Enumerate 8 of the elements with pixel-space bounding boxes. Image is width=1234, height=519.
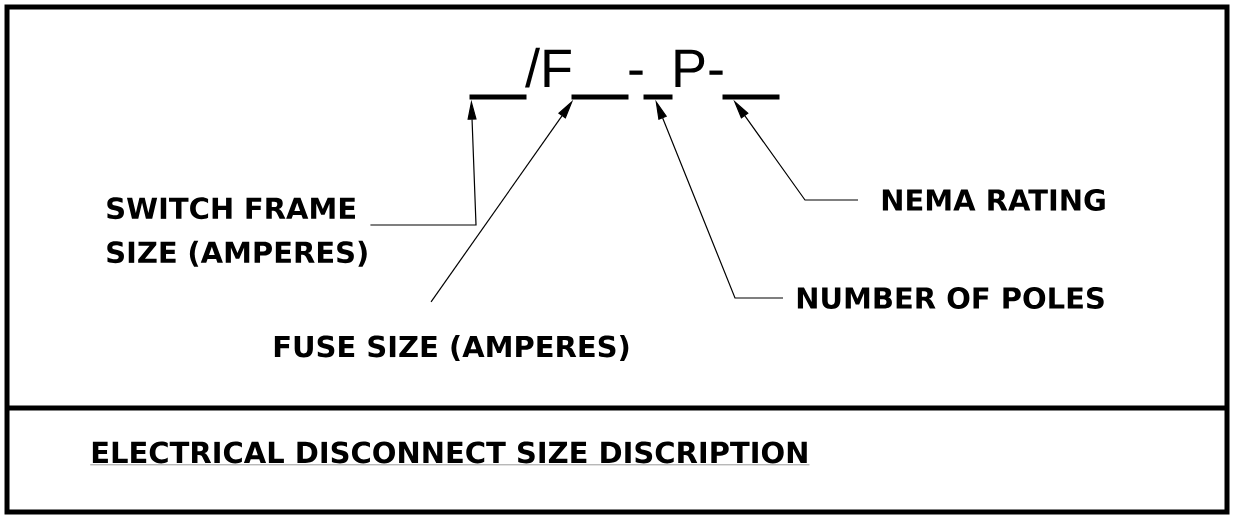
callout-text: SWITCH FRAME SIZE (AMPERES) — [107, 197, 367, 267]
title: ELECTRICAL DISCONNECT SIZE DISCRIPTION — [90, 441, 810, 465]
callout-text: FUSE SIZE (AMPERES) — [274, 335, 629, 361]
callout-text: NEMA RATING — [882, 189, 1105, 211]
format-symbol: - — [629, 70, 643, 75]
format-symbol: P- — [675, 49, 723, 87]
format-symbol: /F — [525, 47, 571, 88]
callout-text: NUMBER OF POLES — [797, 287, 1104, 309]
